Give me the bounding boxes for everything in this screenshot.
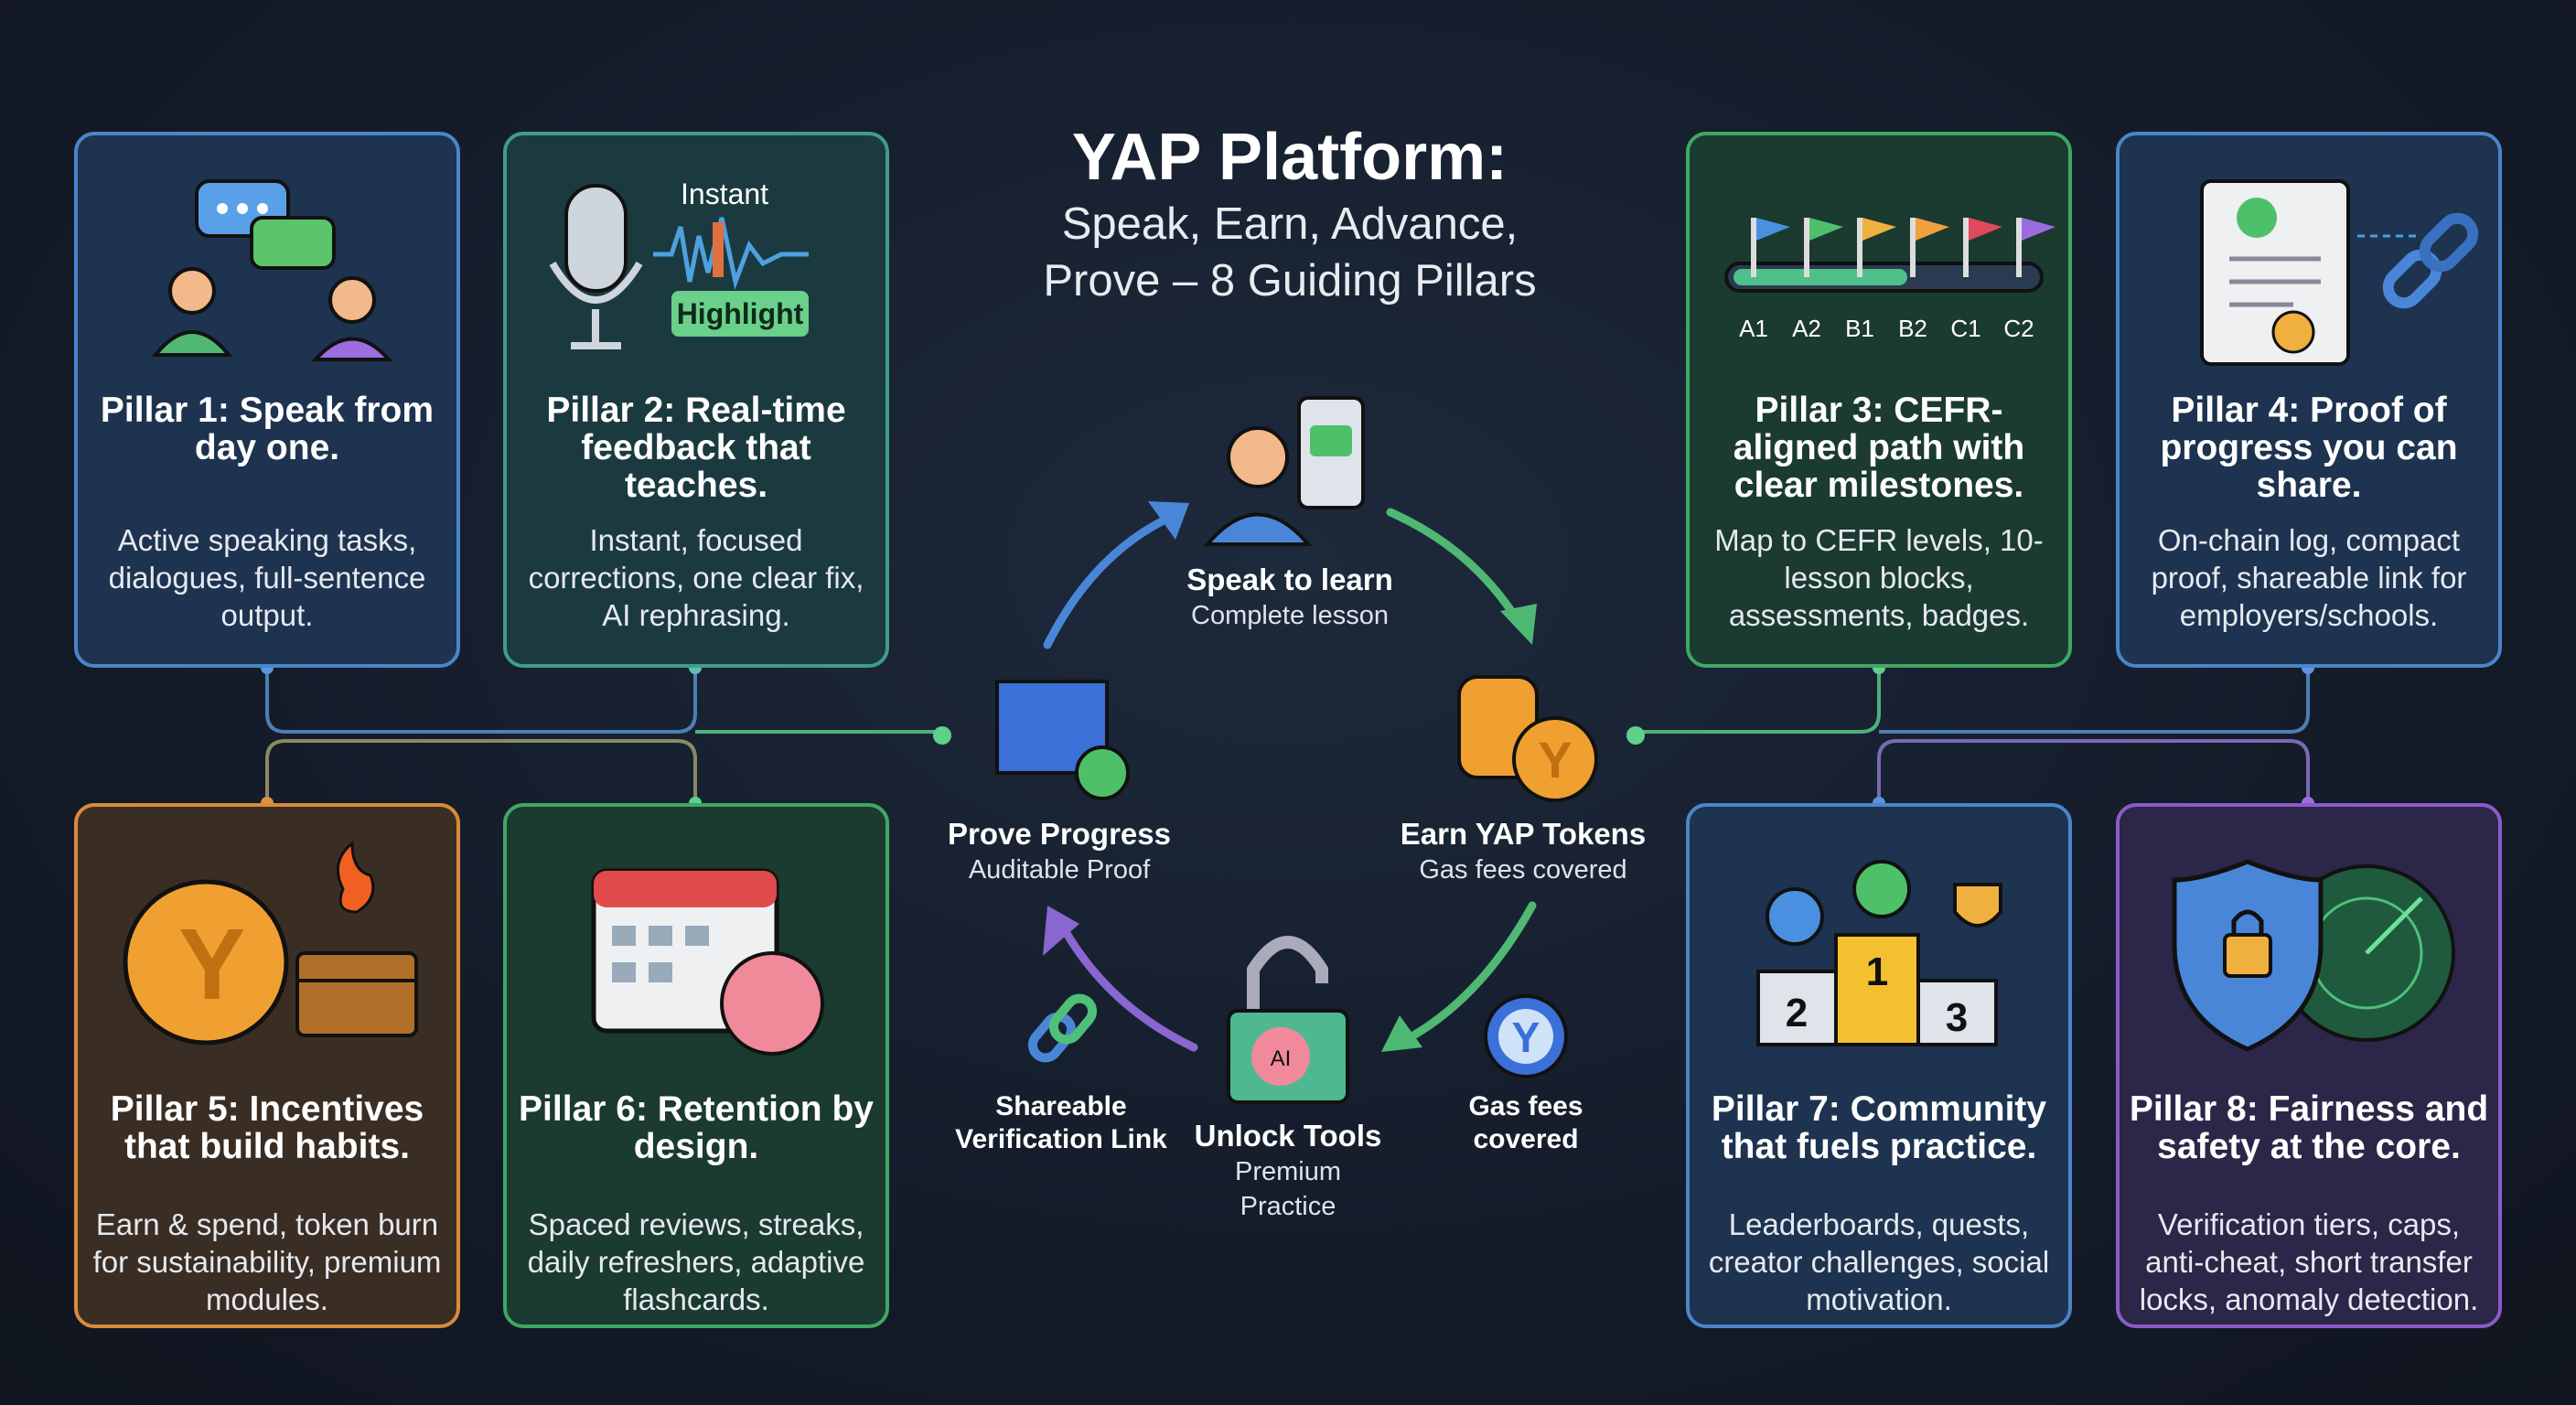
step-subtitle: Gas fees covered xyxy=(1419,855,1627,885)
step-unlock-tools: Unlock Tools Premium Practice xyxy=(1151,1118,1425,1224)
step-speak-to-learn: Speak to learn Complete lesson xyxy=(1125,562,1454,633)
pillar-title: Pillar 4: Proof of progress you can shar… xyxy=(2160,391,2458,505)
podium-rank: 2 xyxy=(1786,991,1808,1035)
pillar-body: Leaderboards, quests, creator challenges… xyxy=(1708,1207,2050,1316)
microphone-waveform-icon: Instant Highlight xyxy=(549,177,809,349)
pillar-card-5: Y Pillar 5: Incentives that build habits… xyxy=(74,803,460,1328)
pillar-body: On-chain log, compact proof, shareable l… xyxy=(2151,523,2467,632)
podium-rank: 1 xyxy=(1866,949,1888,994)
level-label: C1 xyxy=(1950,315,1980,342)
coin-symbol: Y xyxy=(1538,731,1572,788)
gas-badge-symbol: Y xyxy=(1512,1014,1540,1061)
yap-coins-icon: Y xyxy=(1457,675,1598,802)
step-subtitle: Practice xyxy=(1240,1192,1336,1221)
pillar-title: Pillar 8: Fairness and safety at the cor… xyxy=(2129,1089,2489,1166)
ai-unlock-padlock-icon: AI xyxy=(1227,936,1349,1104)
pillar-title: Pillar 6: Retention by design. xyxy=(519,1089,874,1166)
pillar-card-8: Pillar 8: Fairness and safety at the cor… xyxy=(2116,803,2502,1328)
subtitle-line-1: Speak, Earn, Advance, xyxy=(1061,199,1519,249)
step-subtitle: Premium xyxy=(1234,1157,1341,1186)
pillar-title: Pillar 5: Incentives that build habits. xyxy=(110,1089,424,1166)
step-title: Prove Progress xyxy=(948,817,1171,851)
pillar-card-6: Pillar 6: Retention by design. Spaced re… xyxy=(503,803,889,1328)
pillar-body: Earn & spend, token burn for sustainabil… xyxy=(92,1207,442,1316)
pillar-body: Instant, focused corrections, one clear … xyxy=(528,523,864,632)
page-title: YAP Platform: xyxy=(1071,121,1508,194)
chain-link-icon xyxy=(1027,993,1098,1063)
coin-fire-chest-icon: Y xyxy=(123,840,418,1046)
arrow-earn-to-unlock xyxy=(1404,901,1537,1043)
step-subtitle: Complete lesson xyxy=(1191,601,1389,630)
level-label: B2 xyxy=(1898,315,1927,342)
level-label: A2 xyxy=(1792,315,1821,342)
step-earn-tokens: Earn YAP Tokens Gas fees covered xyxy=(1381,816,1665,887)
calendar-brain-icon xyxy=(591,868,824,1056)
shareable-link-label: Shareable Verification Link xyxy=(955,1091,1167,1154)
level-label: C2 xyxy=(2003,315,2034,342)
pillar-body: Map to CEFR levels, 10-lesson blocks, as… xyxy=(1714,523,2044,632)
arrow-speak-to-earn xyxy=(1386,508,1523,627)
step-prove-progress: Prove Progress Auditable Proof xyxy=(922,816,1197,887)
pillar-card-7: 2 1 3 Pillar 7: Community that fuels pra… xyxy=(1686,803,2072,1328)
arrow-unlock-to-prove xyxy=(1057,919,1198,1052)
pillar-card-1: Pillar 1: Speak from day one. Active spe… xyxy=(74,132,460,668)
pillar-body: Verification tiers, caps, anti-cheat, sh… xyxy=(2139,1207,2479,1316)
milestone-flags-icon: A1 A2 B1 B2 C1 C2 xyxy=(1724,218,2055,342)
pillar-title: Pillar 7: Community that fuels practice. xyxy=(1711,1089,2047,1166)
instant-label: Instant xyxy=(681,177,768,210)
podium-rank: 3 xyxy=(1946,995,1968,1040)
gas-fee-badge-icon: Y xyxy=(1484,994,1568,1078)
student-phone-icon xyxy=(1203,396,1365,546)
step-title: Speak to learn xyxy=(1186,563,1393,596)
shield-radar-icon xyxy=(2172,859,2455,1052)
highlight-label: Highlight xyxy=(677,297,804,330)
ai-chip-label: AI xyxy=(1271,1046,1292,1071)
arrow-prove-to-speak xyxy=(1043,512,1175,649)
blockchain-cubes-icon xyxy=(995,680,1130,800)
step-title: Unlock Tools xyxy=(1194,1119,1382,1153)
title-block: YAP Platform: Speak, Earn, Advance, Prov… xyxy=(961,119,1619,309)
step-title: Earn YAP Tokens xyxy=(1400,817,1647,851)
pillar-card-2: Instant Highlight Pillar 2: Real-time fe… xyxy=(503,132,889,668)
level-label: B1 xyxy=(1845,315,1874,342)
coin-symbol: Y xyxy=(178,908,245,1021)
subtitle-line-2: Prove – 8 Guiding Pillars xyxy=(1043,256,1537,306)
pillar-card-3: A1 A2 B1 B2 C1 C2 Pillar 3: CEFR-aligned… xyxy=(1686,132,2072,668)
pillar-title: Pillar 3: CEFR-aligned path with clear m… xyxy=(1733,391,2025,505)
pillar-card-4: Pillar 4: Proof of progress you can shar… xyxy=(2116,132,2502,668)
pillar-body: Active speaking tasks, dialogues, full-s… xyxy=(108,523,426,632)
gas-fees-label: Gas fees covered xyxy=(1468,1091,1583,1154)
level-label: A1 xyxy=(1739,315,1768,342)
pillar-title: Pillar 1: Speak from day one. xyxy=(100,391,435,467)
podium-leaderboard-icon: 2 1 3 xyxy=(1756,860,2002,1046)
pillar-title: Pillar 2: Real-time feedback that teache… xyxy=(546,391,846,505)
certificate-chain-link-icon xyxy=(2200,179,2479,366)
conversation-icon xyxy=(151,179,393,361)
pillar-body: Spaced reviews, streaks, daily refresher… xyxy=(527,1207,865,1316)
step-subtitle: Auditable Proof xyxy=(968,855,1151,885)
